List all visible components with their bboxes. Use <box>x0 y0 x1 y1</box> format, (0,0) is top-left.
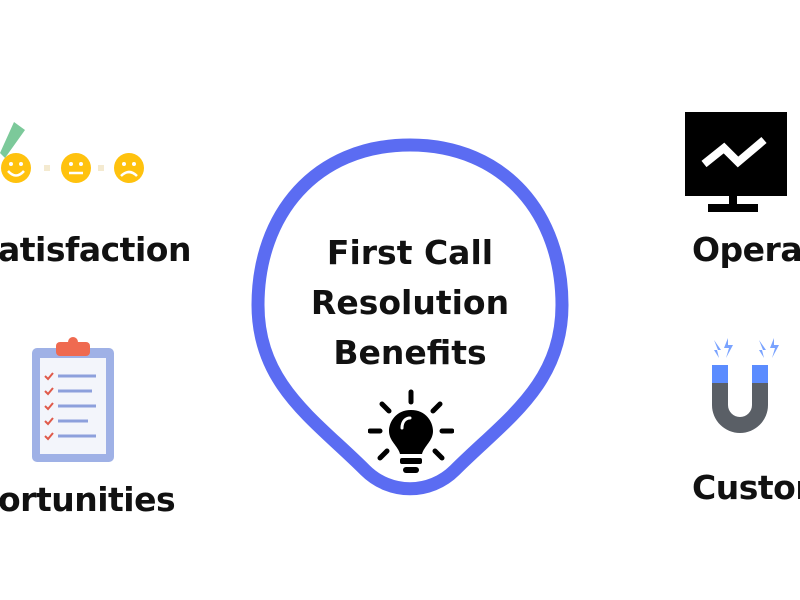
magnet-icon <box>712 338 779 433</box>
title-line: First Call <box>326 233 494 272</box>
clipboard-checklist-icon <box>32 337 114 462</box>
title-line: Resolution <box>310 283 510 322</box>
monitor-chart-icon <box>685 112 787 212</box>
operational-label: Operat <box>692 230 800 269</box>
center-title: First Call Resolution Benefits <box>290 228 530 378</box>
title-line: Benefits <box>333 333 487 372</box>
satisfaction-label: atisfaction <box>0 230 191 269</box>
smiley-rating-icon <box>0 122 144 183</box>
customer-label: Custon <box>692 468 800 507</box>
opportunities-label: ortunities <box>0 480 176 519</box>
lightbulb-icon <box>368 389 454 473</box>
